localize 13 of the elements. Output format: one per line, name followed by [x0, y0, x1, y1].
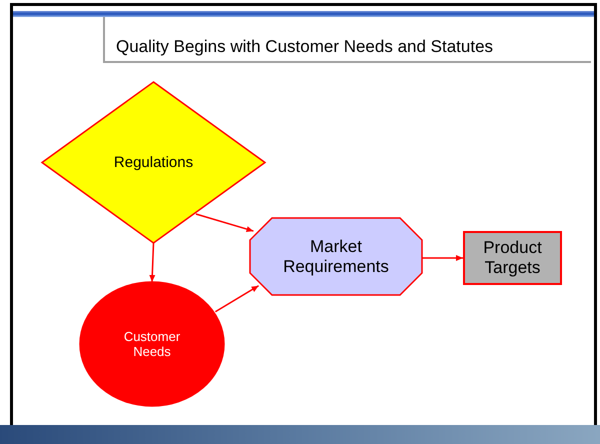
decision-diamond	[42, 82, 265, 243]
process-box	[463, 231, 562, 285]
node-label: Product Targets	[482, 238, 543, 278]
octagon-node	[250, 218, 422, 295]
node-label: Regulations	[114, 154, 194, 171]
arrow	[214, 285, 259, 312]
node-label: Market Requirements	[282, 236, 390, 276]
slide-title: Quality Begins with Customer Needs and Statutes	[116, 37, 494, 57]
arrow	[149, 242, 156, 282]
arrow	[196, 213, 254, 232]
ellipse-node	[80, 282, 224, 406]
arrow	[422, 255, 463, 261]
node-label: Customer Needs	[122, 329, 182, 359]
